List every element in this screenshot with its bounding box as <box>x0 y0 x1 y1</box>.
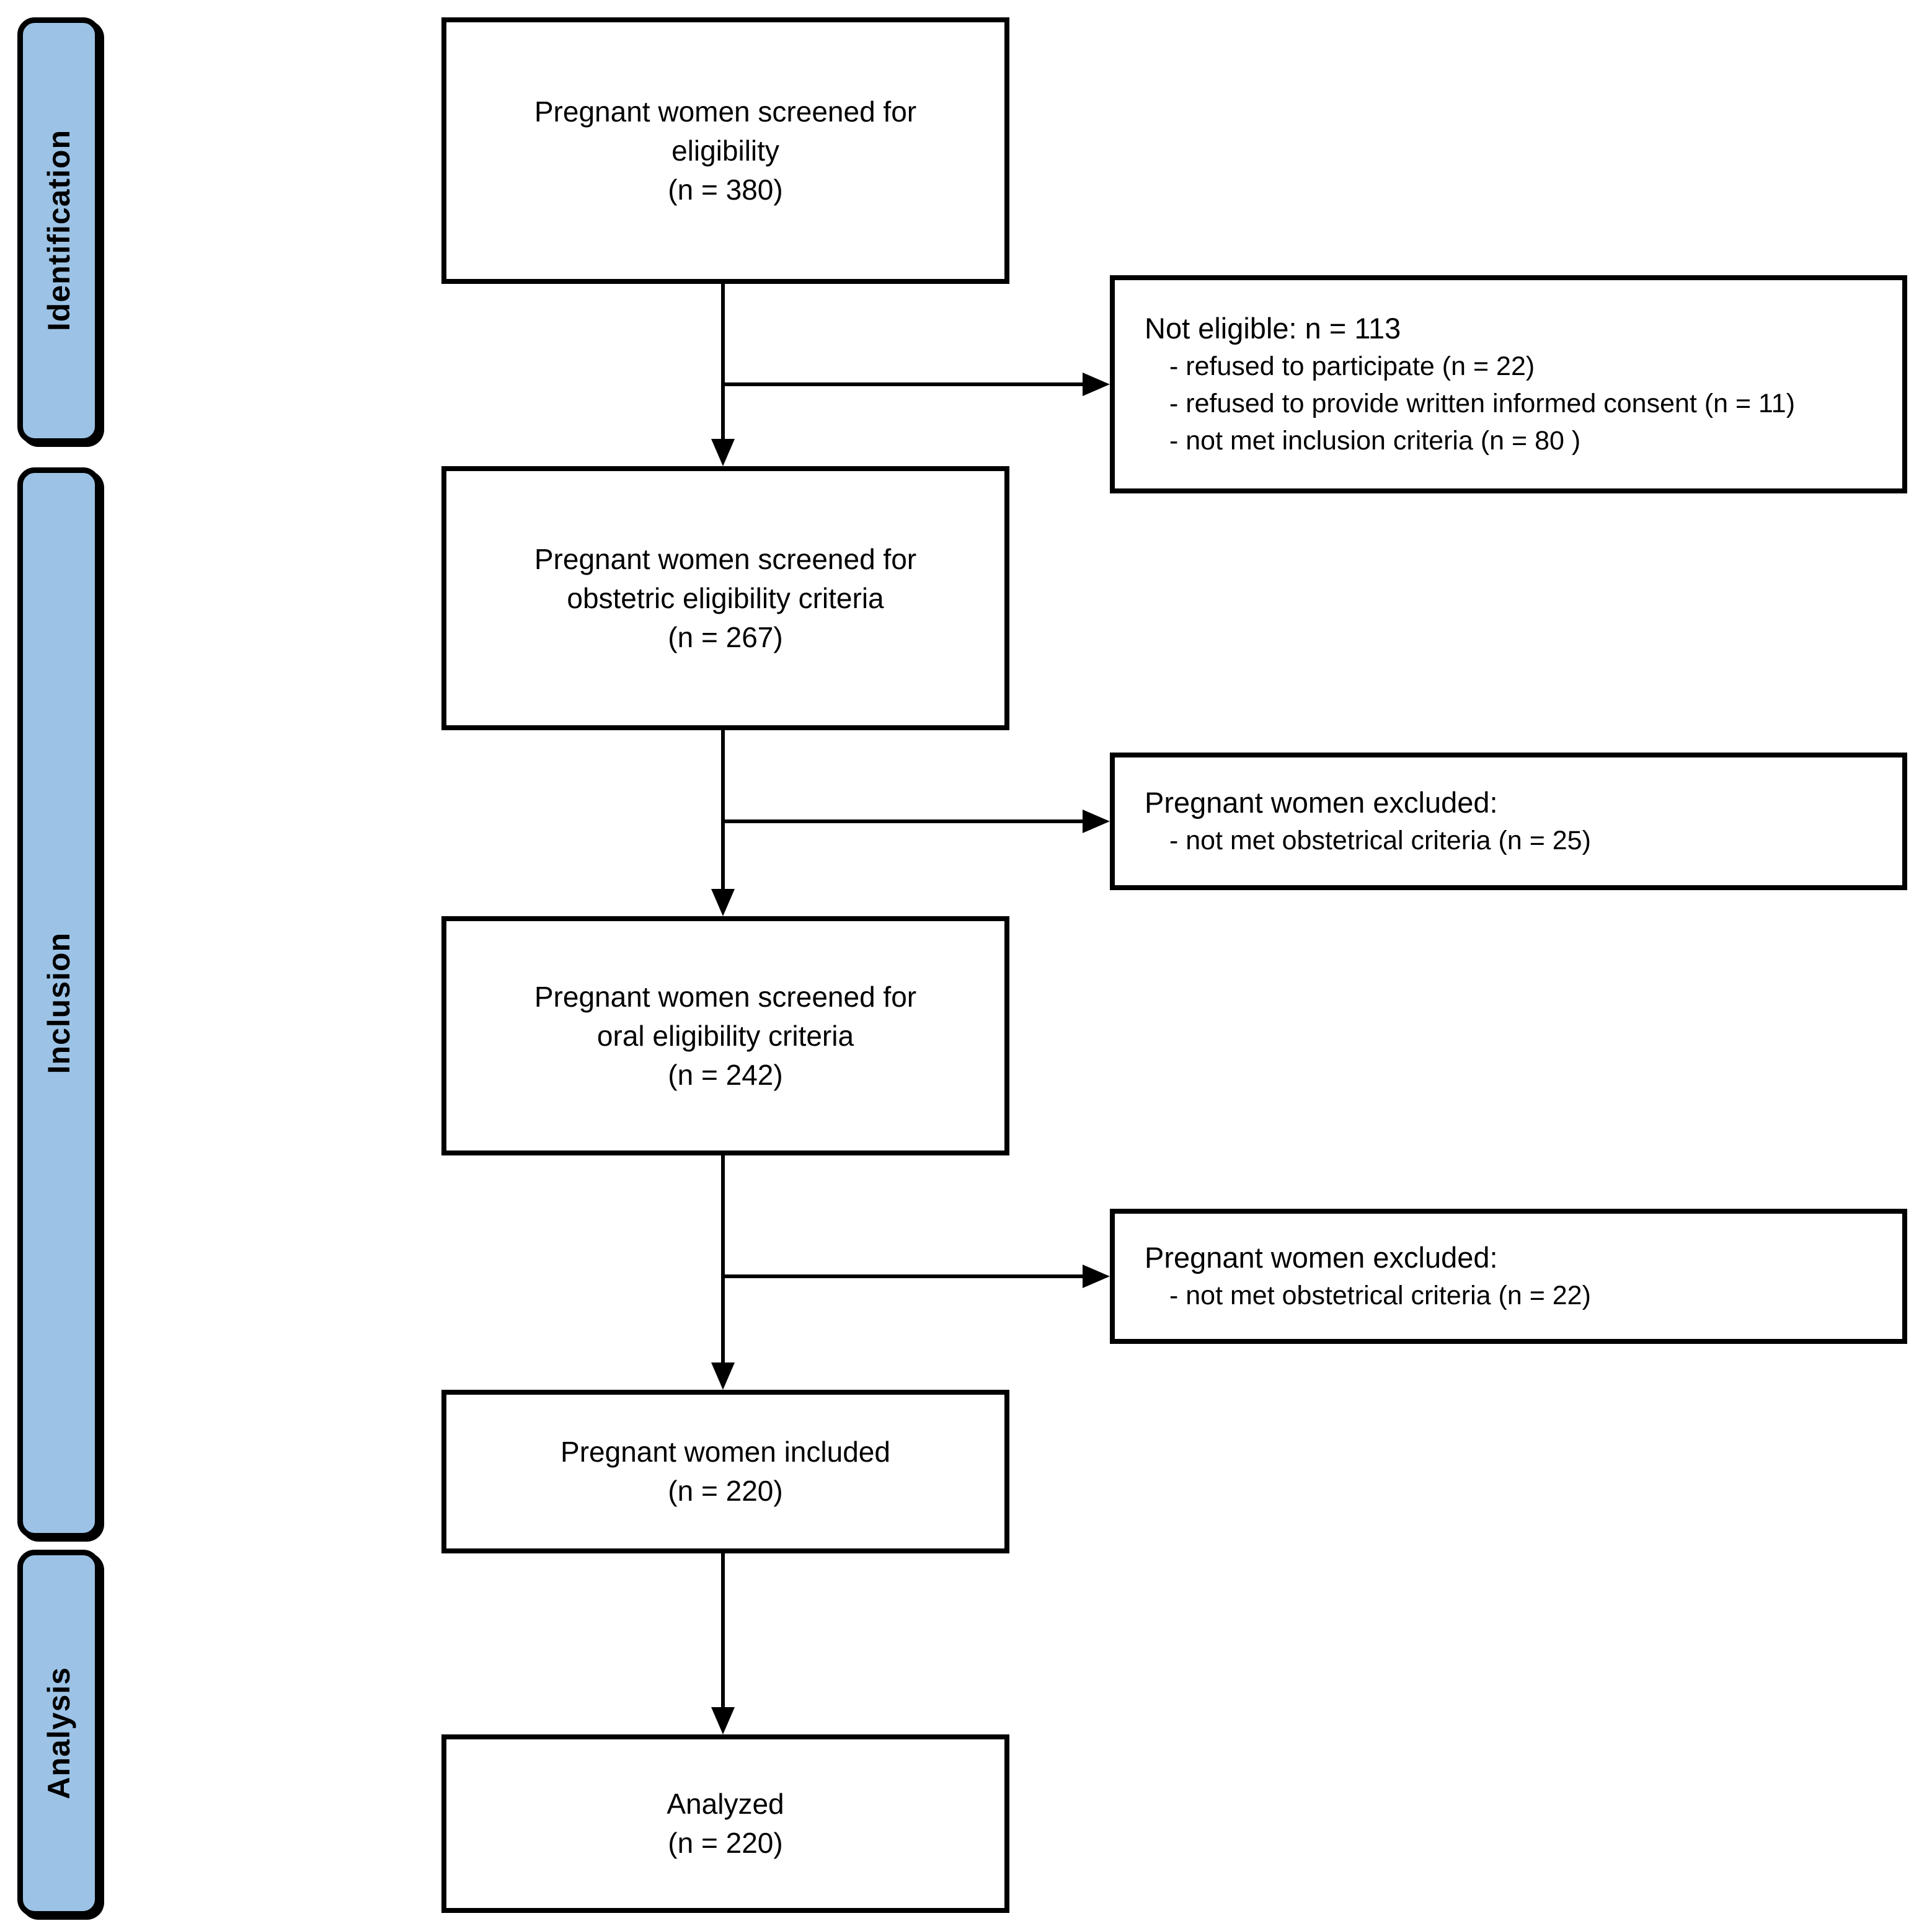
text-line: (n = 220) <box>668 1827 783 1859</box>
side-box-not-eligible: Not eligible: n = 113 - refused to parti… <box>1110 275 1907 493</box>
arrow-line-box1-to-box2 <box>721 284 725 439</box>
side-box-item: - not met obstetrical criteria (n = 22) <box>1169 1281 1591 1310</box>
side-box-title: Pregnant women excluded: <box>1145 786 1498 819</box>
text-line: (n = 220) <box>668 1475 783 1507</box>
flow-box-screened-obstetric-text: Pregnant women screened for obstetric el… <box>534 540 916 657</box>
flow-box-analyzed: Analyzed (n = 220) <box>441 1734 1009 1913</box>
side-box-excluded-obstetrical-25: Pregnant women excluded: - not met obste… <box>1110 753 1907 890</box>
phase-label-inclusion: Inclusion <box>17 467 100 1539</box>
flow-box-included-text: Pregnant women included (n = 220) <box>561 1433 890 1511</box>
arrow-line-box3-to-box4 <box>721 1155 725 1362</box>
text-line: (n = 380) <box>668 173 783 206</box>
arrow-line-branch-not-eligible <box>723 382 1083 386</box>
arrowhead-right-icon <box>1083 810 1110 833</box>
side-box-item: - refused to provide written informed co… <box>1169 389 1796 418</box>
text-line: (n = 267) <box>668 620 783 653</box>
arrow-line-box2-to-box3 <box>721 730 725 889</box>
text-line: Analyzed <box>667 1788 784 1820</box>
flow-box-analyzed-text: Analyzed (n = 220) <box>667 1785 784 1863</box>
arrow-line-box4-to-box5 <box>721 1553 725 1707</box>
side-box-item: - not met obstetrical criteria (n = 25) <box>1169 826 1591 855</box>
flow-box-screened-oral-text: Pregnant women screened for oral eligibi… <box>534 978 916 1095</box>
arrow-line-branch-excluded-22 <box>723 1274 1083 1278</box>
text-line: Pregnant women screened for <box>534 980 917 1013</box>
text-line: Pregnant women screened for <box>534 542 917 575</box>
arrow-line-branch-excluded-25 <box>723 819 1083 823</box>
side-box-title: Pregnant women excluded: <box>1145 1241 1498 1274</box>
side-box-item: - refused to participate (n = 22) <box>1169 351 1535 381</box>
side-box-item: - not met inclusion criteria (n = 80 ) <box>1169 426 1581 456</box>
phase-label-analysis-text: Analysis <box>42 1667 76 1800</box>
flow-box-included: Pregnant women included (n = 220) <box>441 1390 1009 1553</box>
text-line: Pregnant women included <box>561 1436 890 1468</box>
arrowhead-down-icon <box>711 1362 735 1390</box>
flow-box-screened-eligibility: Pregnant women screened for eligibility … <box>441 17 1009 284</box>
arrowhead-down-icon <box>711 889 735 916</box>
text-line: (n = 242) <box>668 1058 783 1091</box>
arrowhead-right-icon <box>1083 373 1110 396</box>
side-box-excluded-obstetrical-22: Pregnant women excluded: - not met obste… <box>1110 1209 1907 1344</box>
phase-label-identification-text: Identification <box>42 130 76 332</box>
arrowhead-down-icon <box>711 439 735 466</box>
phase-label-analysis: Analysis <box>17 1550 100 1917</box>
text-line: oral eligibility criteria <box>596 1019 854 1052</box>
flow-box-screened-oral: Pregnant women screened for oral eligibi… <box>441 916 1009 1155</box>
text-line: eligibility <box>671 134 779 167</box>
phase-label-inclusion-text: Inclusion <box>42 932 76 1074</box>
text-line: obstetric eligibility criteria <box>567 581 884 614</box>
text-line: Pregnant women screened for <box>534 95 917 128</box>
phase-label-identification: Identification <box>17 17 100 444</box>
side-box-title: Not eligible: n = 113 <box>1145 312 1401 345</box>
arrowhead-down-icon <box>711 1707 735 1734</box>
arrowhead-right-icon <box>1083 1265 1110 1288</box>
flow-box-screened-eligibility-text: Pregnant women screened for eligibility … <box>534 92 916 210</box>
flow-box-screened-obstetric: Pregnant women screened for obstetric el… <box>441 466 1009 730</box>
